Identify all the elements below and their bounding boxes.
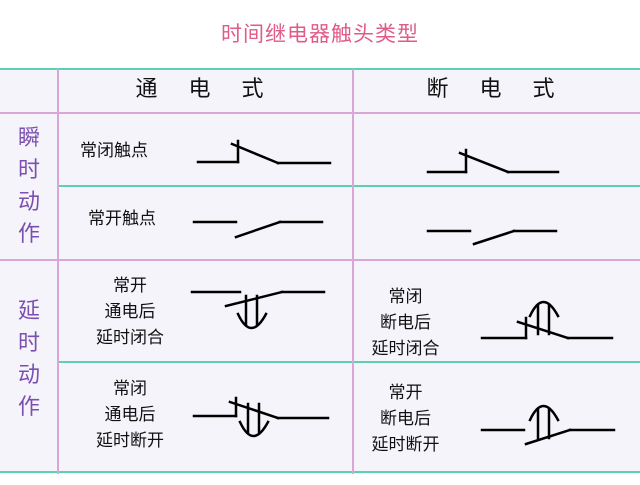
group-label-delayed-text: 延时动作 xyxy=(17,299,40,420)
row-label-nc-instant: 常闭触点 xyxy=(80,141,148,161)
label-line: 延时断开 xyxy=(371,435,440,455)
label-line: 通电后 xyxy=(104,405,156,425)
label-line: 常闭 xyxy=(388,287,423,307)
label-line: 通电后 xyxy=(104,302,156,322)
contact-symbols xyxy=(190,139,616,446)
label-line: 断电后 xyxy=(380,409,431,429)
label-line: 常开 xyxy=(113,276,147,296)
contact-types-table: 通 电 式 断 电 式 瞬时动作 延时动作 常闭触点 常开触点 常开 通电后 延… xyxy=(0,68,640,474)
label-line: 延时闭合 xyxy=(96,328,164,348)
row-label-no-delayed-close: 常开 通电后 延时闭合 xyxy=(90,273,170,351)
label-line: 延时闭合 xyxy=(371,339,440,359)
label-line: 延时断开 xyxy=(96,431,164,451)
nc-instant-unpowered-symbol xyxy=(426,148,560,174)
nc-delayed-open-powered-symbol xyxy=(192,396,330,438)
nc-delayed-close-unpowered-symbol xyxy=(480,300,614,340)
no-instant-powered-symbol xyxy=(192,220,324,239)
header-powered: 通 电 式 xyxy=(135,77,276,102)
row-label-nc-delayed-open: 常闭 通电后 延时断开 xyxy=(90,376,170,454)
table-gridlines xyxy=(0,68,640,474)
page-title: 时间继电器触头类型 xyxy=(221,22,419,46)
no-instant-unpowered-symbol xyxy=(426,229,558,246)
nc-instant-powered-symbol xyxy=(196,139,332,165)
label-line: 常开 xyxy=(388,383,423,403)
group-label-delayed: 延时动作 xyxy=(14,296,44,424)
header-unpowered: 断 电 式 xyxy=(426,77,567,102)
row-label-nc-delayed-close: 常闭 断电后 延时闭合 xyxy=(363,284,448,362)
no-delayed-close-powered-symbol xyxy=(190,290,326,330)
group-label-instant: 瞬时动作 xyxy=(14,123,44,251)
label-line: 常闭 xyxy=(113,379,147,399)
row-label-no-instant: 常开触点 xyxy=(88,209,156,229)
group-label-instant-text: 瞬时动作 xyxy=(17,126,40,247)
no-delayed-open-unpowered-symbol xyxy=(480,404,616,446)
label-line: 断电后 xyxy=(380,313,431,333)
row-label-no-delayed-open: 常开 断电后 延时断开 xyxy=(363,380,448,458)
